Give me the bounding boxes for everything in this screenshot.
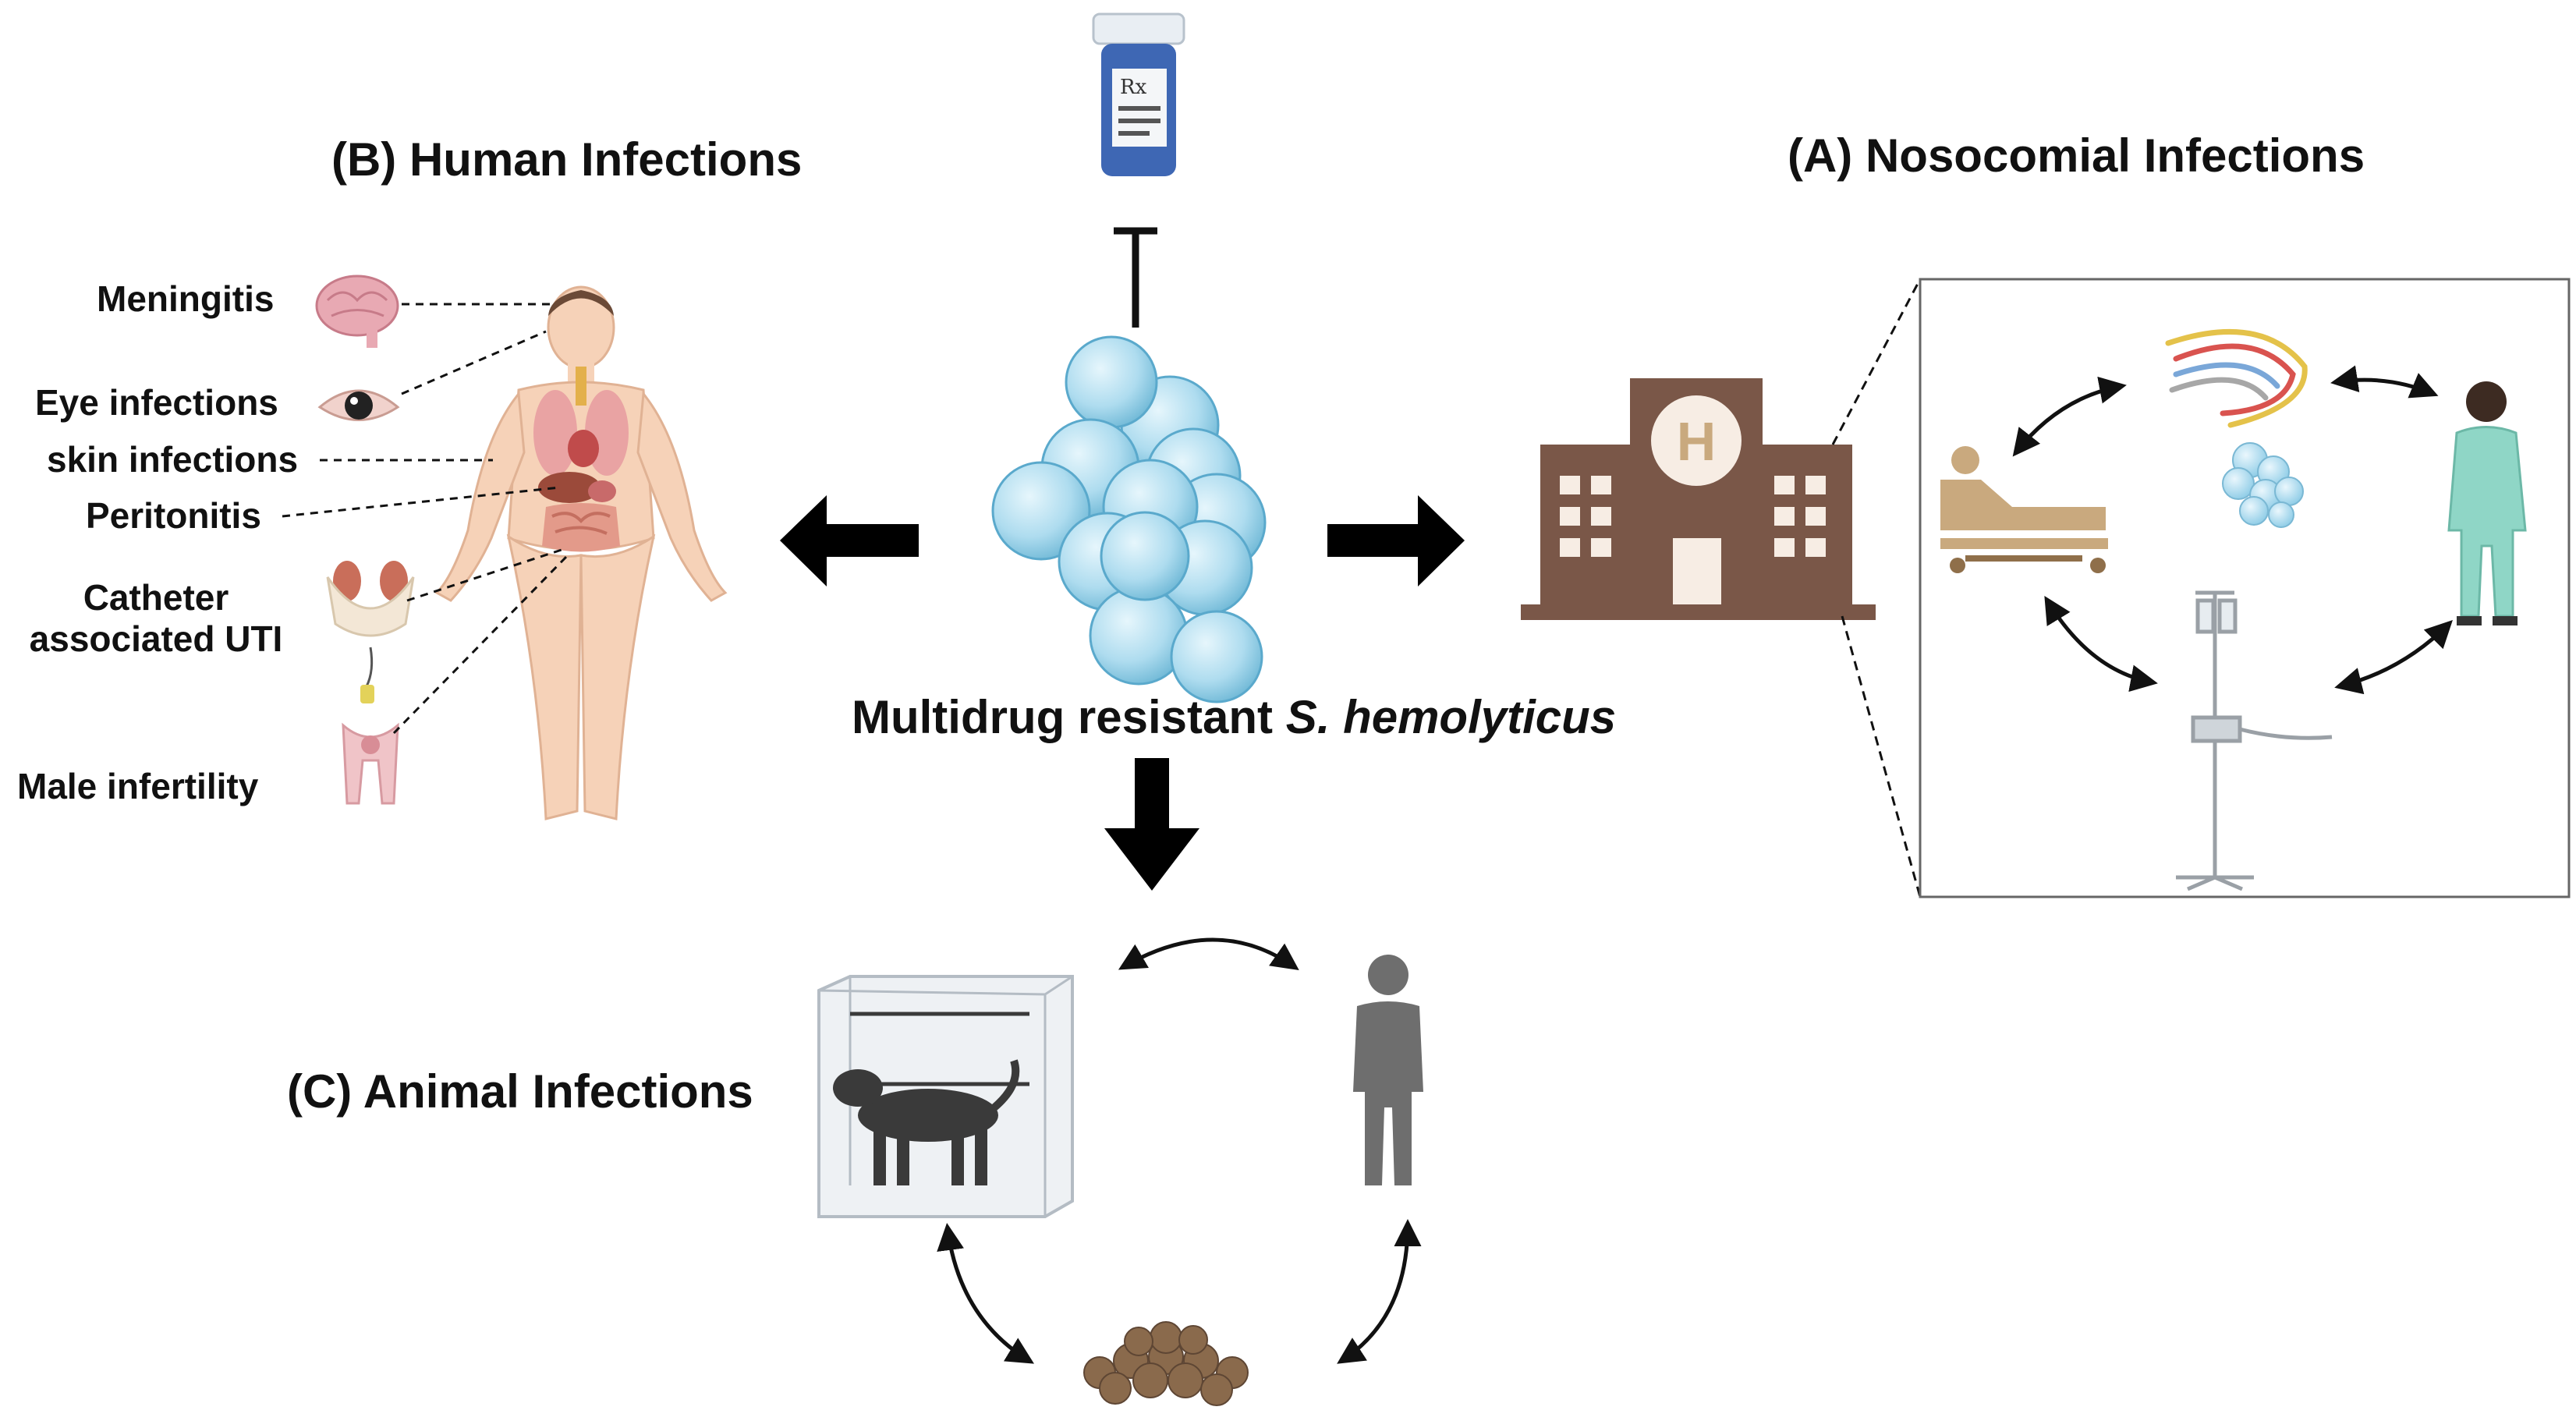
medicine-bottle-icon: Rx [1092, 12, 1185, 176]
panel-transmission-arrows [2012, 365, 2453, 695]
hospital-icon: H [1521, 378, 1876, 620]
arrow-to-nosocomial [1327, 495, 1465, 586]
bottle-label-text: Rx [1120, 76, 1147, 99]
label-peritonitis: Peritonitis [86, 495, 261, 536]
arrow-to-animal [1104, 758, 1199, 891]
male-reproductive-icon [342, 722, 399, 805]
catheter-icon [2165, 329, 2308, 428]
hospital-bed-icon [1940, 446, 2108, 573]
kidney-bladder-icon [326, 561, 415, 703]
iv-stand-icon [2176, 590, 2333, 891]
leader-lines [282, 303, 569, 735]
healthcare-worker-icon [2447, 381, 2527, 625]
callout-lines [1831, 278, 1922, 898]
main-title-prefix: Multidrug resistant [852, 691, 1286, 743]
main-title-species: S. hemolyticus [1285, 691, 1617, 743]
section-title-animal: (C) Animal Infections [287, 1065, 753, 1118]
label-meningitis: Meningitis [97, 278, 275, 319]
inhibition-symbol [1114, 227, 1157, 328]
pet-food-icon [1083, 1321, 1249, 1406]
arrow-to-human [780, 495, 919, 586]
dog-cage-icon [817, 975, 1074, 1218]
main-title: Multidrug resistant S. hemolyticus [852, 690, 1616, 744]
section-title-human: (B) Human Infections [331, 133, 803, 186]
nosocomial-panel [1919, 278, 2571, 898]
dog-icon [833, 1059, 1020, 1185]
hospital-h-sign: H [1677, 411, 1717, 472]
section-title-nosocomial: (A) Nosocomial Infections [1788, 129, 2365, 182]
label-male-infertility: Male infertility [17, 766, 259, 806]
label-catheter-uti: Catheter associated UTI [29, 577, 283, 659]
bacteria-cluster-icon [991, 335, 1267, 703]
label-skin-infections: skin infections [47, 439, 299, 480]
eye-icon [317, 389, 400, 421]
label-eye-infections: Eye infections [35, 382, 278, 423]
person-icon [1353, 955, 1423, 1185]
human-body-icon [434, 285, 728, 820]
small-bacteria-icon [2222, 442, 2304, 528]
brain-icon [315, 275, 399, 348]
animal-transmission-arrows [937, 937, 1422, 1364]
